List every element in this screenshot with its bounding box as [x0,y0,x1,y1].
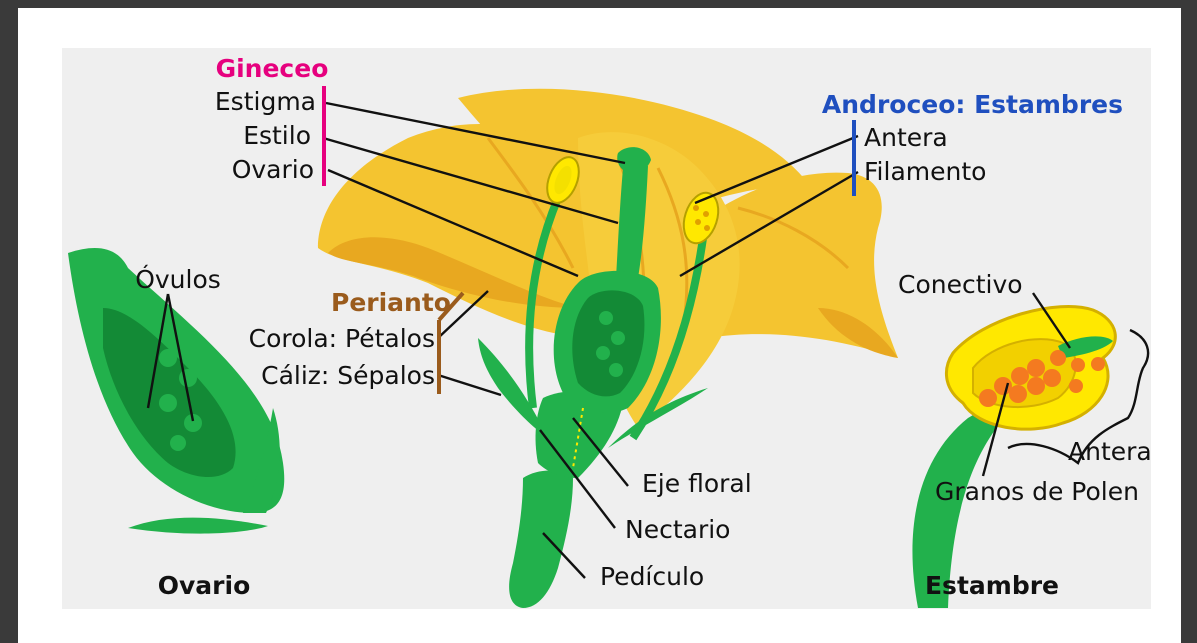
label-conectivo: Conectivo [898,270,1023,299]
pollen-dot [693,205,699,211]
pollen-grain [1071,358,1085,372]
pollen-grain [1027,377,1045,395]
pollen-grain [1027,359,1045,377]
ovule [609,363,623,377]
label-corola: Corola: Pétalos [249,324,435,353]
label-filamento: Filamento [864,157,986,186]
caption-ovario: Ovario [158,571,251,600]
pollen-grain [1009,385,1027,403]
pollen-grain [1069,379,1083,393]
label-pediculo: Pedículo [600,562,704,591]
ovule [611,331,625,345]
label-eje-floral: Eje floral [642,469,752,498]
ovule [170,435,186,451]
pollen-grain [1050,350,1066,366]
ovule [599,311,613,325]
ovule [179,369,197,387]
label-antera-detail: Antera [1068,437,1152,466]
ovule [596,346,610,360]
flower-diagram: Gineceo Estigma Estilo Ovario Androceo: … [18,8,1181,643]
label-estigma: Estigma [215,87,316,116]
label-gineceo: Gineceo [216,54,329,83]
label-androceo: Androceo: Estambres [822,90,1123,119]
label-ovulos: Óvulos [135,264,221,294]
label-estilo: Estilo [243,121,311,150]
pollen-dot [703,211,709,217]
label-caliz: Cáliz: Sépalos [261,361,435,390]
pollen-dot [704,225,710,231]
pollen-grain [1091,357,1105,371]
pollen-dot [695,219,701,225]
ovule [159,394,177,412]
pollen-grain [979,389,997,407]
label-antera: Antera [864,123,948,152]
label-perianto: Perianto [331,288,451,317]
ovule [159,349,177,367]
pollen-grain [1011,367,1029,385]
caption-estambre: Estambre [925,571,1059,600]
pollen-grain [1043,369,1061,387]
label-nectario: Nectario [625,515,730,544]
label-granos: Granos de Polen [935,477,1139,506]
label-ovario: Ovario [232,155,314,184]
image-frame: Gineceo Estigma Estilo Ovario Androceo: … [18,8,1181,643]
